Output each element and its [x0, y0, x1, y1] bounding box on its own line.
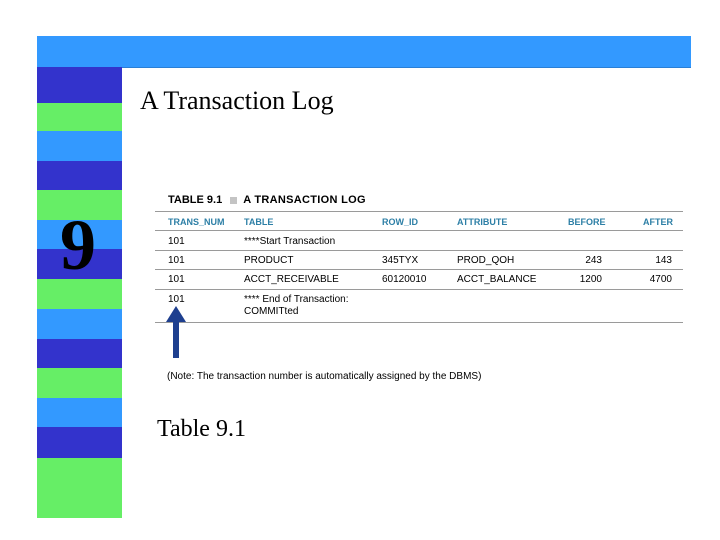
table-title: TABLE 9.1 A TRANSACTION LOG: [168, 194, 366, 206]
row3-before: 1200: [579, 274, 602, 285]
row1-trans-num: 101: [168, 236, 185, 247]
stripe: [37, 339, 122, 368]
row3-attribute: ACCT_BALANCE: [457, 274, 537, 285]
stripe: [37, 458, 122, 487]
row4-trans-num: 101: [168, 294, 185, 305]
stripe: [37, 67, 122, 103]
column-header-trans-num: TRANS_NUM: [168, 217, 225, 227]
stripe: [37, 398, 122, 427]
stripe: [37, 279, 122, 309]
row4-table-line2: COMMITted: [244, 306, 299, 317]
row3-after: 4700: [649, 274, 672, 285]
slide-title: A Transaction Log: [140, 86, 334, 115]
row2-table: PRODUCT: [244, 255, 294, 266]
row3-table: ACCT_RECEIVABLE: [244, 274, 339, 285]
table-name: A TRANSACTION LOG: [243, 194, 366, 206]
table-label: TABLE 9.1: [168, 194, 223, 206]
stripe: [37, 103, 122, 131]
stripe: [37, 487, 122, 518]
row2-row-id: 345TYX: [382, 255, 419, 266]
row2-before: 243: [585, 255, 602, 266]
slide-caption: Table 9.1: [157, 416, 246, 442]
stripe: [37, 368, 122, 398]
row3-trans-num: 101: [168, 274, 185, 285]
square-bullet-icon: [230, 196, 238, 204]
row-rule: [155, 289, 683, 290]
row2-trans-num: 101: [168, 255, 185, 266]
row4-table: **** End of Transaction:: [244, 294, 349, 305]
stripe: [37, 249, 122, 279]
row2-after: 143: [655, 255, 672, 266]
header-rule: [155, 230, 683, 231]
row3-row-id: 60120010: [382, 274, 427, 285]
column-header-before: BEFORE: [568, 217, 606, 227]
side-stripes: [37, 67, 122, 518]
stripe: [37, 220, 122, 249]
up-arrow-icon: [166, 306, 186, 358]
row-rule: [155, 250, 683, 251]
column-header-attribute: ATTRIBUTE: [457, 217, 508, 227]
stripe: [37, 427, 122, 458]
row1-table: ****Start Transaction: [244, 236, 336, 247]
column-header-row-id: ROW_ID: [382, 217, 418, 227]
column-header-after: AFTER: [643, 217, 673, 227]
column-header-table: TABLE: [244, 217, 274, 227]
stripe: [37, 309, 122, 339]
stripe: [37, 190, 122, 220]
row2-attribute: PROD_QOH: [457, 255, 515, 266]
top-banner: [37, 36, 691, 68]
chapter-number: 9: [60, 205, 96, 285]
table-note: (Note: The transaction number is automat…: [167, 371, 482, 382]
table-top-rule: [155, 211, 683, 212]
table-bottom-rule: [155, 322, 683, 323]
row-rule: [155, 269, 683, 270]
stripe: [37, 161, 122, 190]
stripe: [37, 131, 122, 161]
